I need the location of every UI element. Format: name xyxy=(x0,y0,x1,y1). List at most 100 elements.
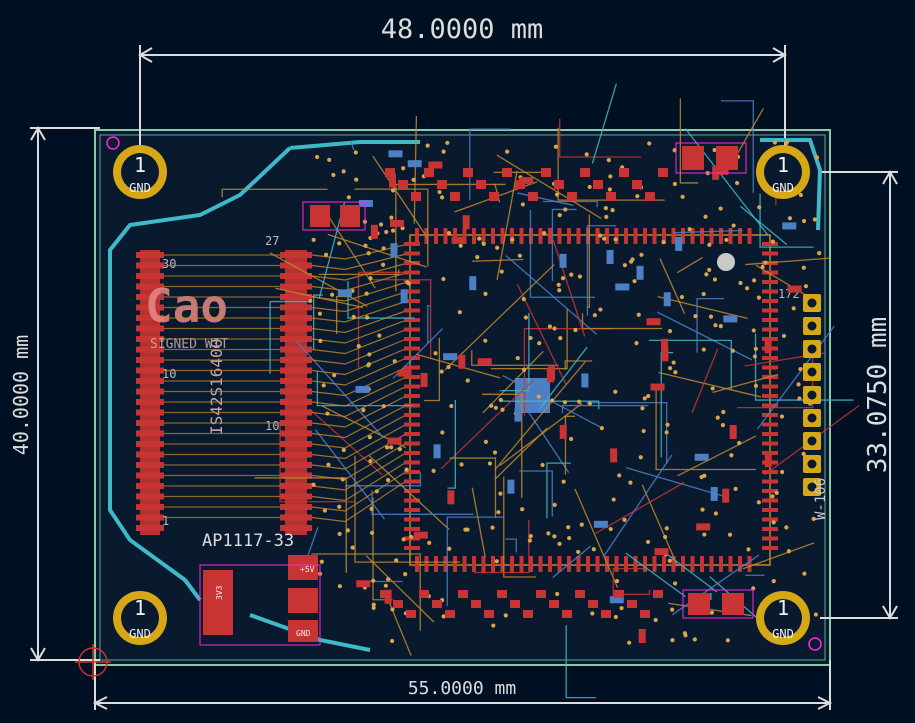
via xyxy=(561,479,566,484)
fpga-pad xyxy=(434,556,438,572)
pin-label-10a: 10 xyxy=(162,367,176,381)
mounting-hole-top-right[interactable]: 1 GND xyxy=(756,145,810,199)
smd-part xyxy=(411,192,421,201)
trace xyxy=(574,488,619,588)
via xyxy=(718,324,723,329)
memory-pad xyxy=(136,493,164,500)
smd-part xyxy=(722,488,730,503)
smd-part xyxy=(356,580,371,588)
via xyxy=(528,335,533,341)
via xyxy=(646,393,651,399)
header-pin-hole xyxy=(807,367,817,377)
via xyxy=(784,139,790,145)
via xyxy=(770,494,775,499)
trace xyxy=(424,337,440,402)
via xyxy=(566,525,571,530)
via xyxy=(573,327,578,333)
trace xyxy=(354,188,429,267)
smd-part xyxy=(450,192,460,201)
mounting-hole-bottom-right[interactable]: 1 GND xyxy=(756,591,810,645)
smd-components xyxy=(337,150,802,643)
trace xyxy=(659,258,686,315)
memory-trace xyxy=(311,339,405,365)
mh-tr-pad: 1 xyxy=(777,153,789,177)
via xyxy=(433,351,438,356)
fpga-pad xyxy=(747,228,752,244)
fpga-pad xyxy=(404,327,420,332)
smd-part xyxy=(764,453,772,468)
fpga-pad xyxy=(762,517,778,522)
fpga-pad xyxy=(519,556,524,572)
smd-part xyxy=(476,180,486,189)
smd-part xyxy=(413,531,428,539)
via xyxy=(354,177,359,182)
trace xyxy=(269,252,368,307)
fpga-pad xyxy=(510,556,514,572)
smd-part xyxy=(462,215,470,230)
memory-trace xyxy=(311,443,405,481)
trace xyxy=(648,339,732,390)
silk-logo: Cao xyxy=(145,279,228,333)
via xyxy=(458,243,463,248)
via xyxy=(751,278,757,283)
memory-trace xyxy=(311,424,405,460)
via xyxy=(322,508,327,513)
mounting-hole-top-left[interactable]: 1 GND xyxy=(113,145,167,199)
fpga-pad xyxy=(762,299,778,303)
memory-pad xyxy=(136,325,164,332)
fpga-pad xyxy=(404,299,420,303)
smd-part xyxy=(443,353,458,361)
fpga-pad xyxy=(415,228,419,244)
memory-pad xyxy=(280,430,312,437)
via xyxy=(603,206,608,211)
dimension-left xyxy=(30,126,100,662)
via xyxy=(667,329,673,334)
via xyxy=(590,611,595,616)
fpga-pad xyxy=(586,556,590,572)
smd-part xyxy=(646,318,661,326)
memory-pad xyxy=(136,504,164,510)
via xyxy=(634,341,639,346)
fpga-pad xyxy=(557,556,562,572)
fpga-pad xyxy=(652,556,657,572)
memory-pad xyxy=(136,283,164,290)
via xyxy=(796,382,801,387)
fpga-pad xyxy=(662,228,666,244)
trace xyxy=(316,370,412,407)
trace xyxy=(625,467,725,498)
via xyxy=(587,401,592,406)
fpga-pad xyxy=(762,365,778,370)
via xyxy=(517,253,522,258)
via xyxy=(784,525,789,530)
via xyxy=(390,638,395,644)
fpga-pad xyxy=(557,228,562,244)
via xyxy=(584,152,589,157)
fpga-pad xyxy=(762,337,778,341)
smd-part xyxy=(645,192,655,201)
fpga-pad xyxy=(762,527,778,531)
trace xyxy=(561,404,649,414)
memory-pad xyxy=(280,525,312,531)
memory-pad xyxy=(136,388,164,395)
via xyxy=(781,333,787,339)
via xyxy=(692,637,697,642)
fpga-pad xyxy=(747,556,752,572)
trace xyxy=(311,553,421,631)
smd-part xyxy=(588,600,598,608)
trace xyxy=(602,454,673,558)
via xyxy=(667,558,672,563)
memory-trace xyxy=(311,377,405,407)
via xyxy=(772,140,778,145)
fpga-pad xyxy=(762,318,778,322)
via xyxy=(326,462,331,467)
mounting-hole-bottom-left[interactable]: 1 GND xyxy=(113,591,167,645)
via xyxy=(587,184,592,190)
via xyxy=(368,458,373,464)
fpga-pad xyxy=(404,470,420,474)
memory-pad xyxy=(280,336,312,342)
memory-trace xyxy=(311,320,405,344)
via xyxy=(425,143,430,148)
via xyxy=(457,310,462,315)
via xyxy=(709,610,715,615)
